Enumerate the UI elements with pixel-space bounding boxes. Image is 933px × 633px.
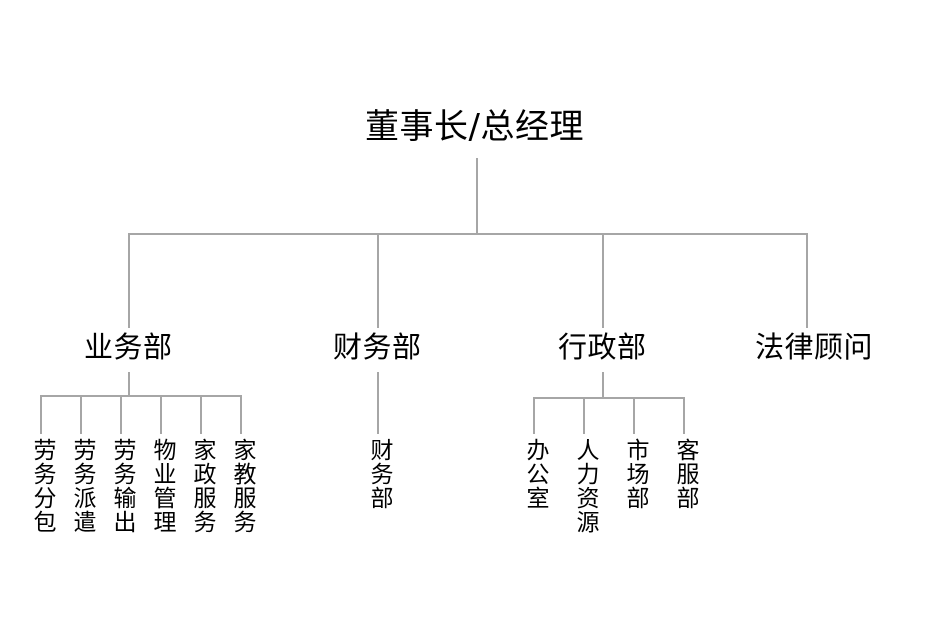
node-leaf-finance-department: 财务部 bbox=[366, 438, 392, 510]
connector-business-stem bbox=[128, 372, 130, 397]
connector-drop-to-business bbox=[128, 233, 130, 328]
node-root-chairman: 董事长/总经理 bbox=[365, 107, 584, 147]
node-leaf-property-management: 物业管理 bbox=[149, 438, 175, 534]
connector-drop-business-child-5 bbox=[200, 395, 202, 434]
connector-admin-stem bbox=[602, 372, 604, 397]
node-leaf-housekeeping-service: 家政服务 bbox=[189, 438, 215, 534]
connector-drop-to-admin bbox=[602, 233, 604, 328]
connector-drop-business-child-3 bbox=[120, 395, 122, 434]
connector-drop-admin-child-4 bbox=[683, 397, 685, 434]
node-leaf-office: 办公室 bbox=[522, 438, 548, 510]
connector-drop-business-child-6 bbox=[240, 395, 242, 434]
node-leaf-labor-dispatch: 劳务派遣 bbox=[69, 438, 95, 534]
node-leaf-human-resources: 人力资源 bbox=[572, 438, 598, 534]
connector-drop-business-child-2 bbox=[80, 395, 82, 434]
node-dept-finance: 财务部 bbox=[333, 330, 422, 364]
connector-drop-to-finance bbox=[377, 233, 379, 328]
node-dept-legal-counsel: 法律顾问 bbox=[755, 330, 874, 364]
connector-drop-business-child-4 bbox=[160, 395, 162, 434]
node-leaf-customer-service-department: 客服部 bbox=[672, 438, 698, 510]
node-leaf-labor-subcontracting: 劳务分包 bbox=[29, 438, 55, 534]
connector-root-trunk bbox=[476, 158, 478, 233]
connector-level2-bar bbox=[128, 233, 806, 235]
node-dept-business: 业务部 bbox=[84, 330, 173, 364]
connector-drop-to-legal bbox=[806, 233, 808, 328]
connector-drop-admin-child-3 bbox=[633, 397, 635, 434]
node-dept-administration: 行政部 bbox=[558, 330, 647, 364]
connector-business-bar bbox=[40, 395, 240, 397]
connector-admin-bar bbox=[533, 397, 683, 399]
connector-drop-business-child-1 bbox=[40, 395, 42, 434]
connector-drop-admin-child-2 bbox=[583, 397, 585, 434]
connector-drop-admin-child-1 bbox=[533, 397, 535, 434]
connector-drop-finance-child-1 bbox=[377, 372, 379, 434]
node-leaf-labor-export: 劳务输出 bbox=[109, 438, 135, 534]
node-leaf-marketing-department: 市场部 bbox=[622, 438, 648, 510]
node-leaf-tutoring-service: 家教服务 bbox=[229, 438, 255, 534]
